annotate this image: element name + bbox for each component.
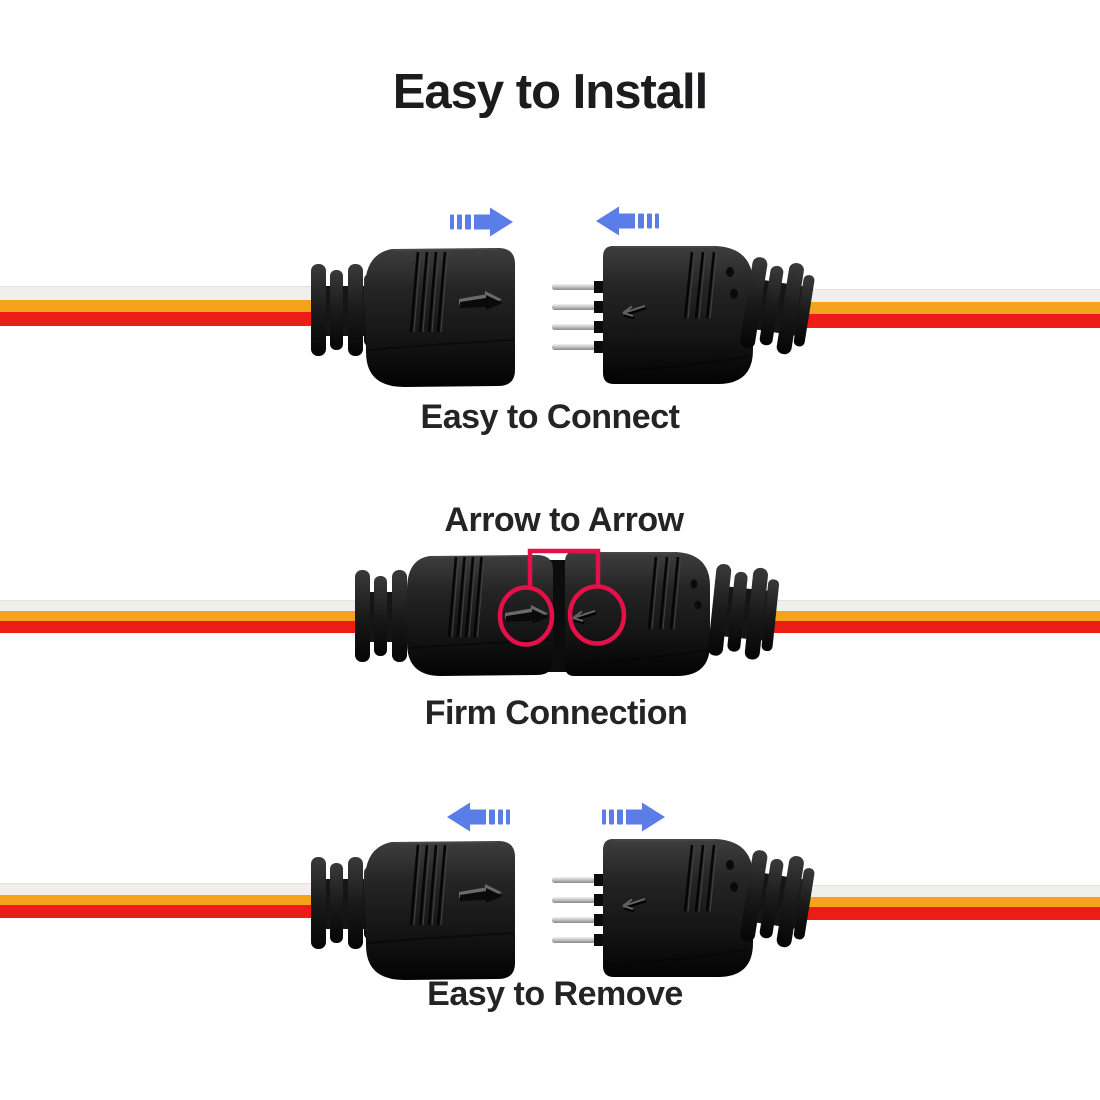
arrow-highlight-circle-left [497, 585, 555, 647]
wire-left [0, 286, 345, 326]
wire-right [762, 600, 1100, 633]
wire-left [0, 600, 368, 633]
wire-right [788, 289, 1100, 328]
wire-left [0, 883, 340, 918]
section-label-remove: Easy to Remove [427, 975, 683, 1013]
connectors-separated [311, 246, 817, 387]
section-label-connect: Easy to Connect [420, 398, 680, 436]
motion-arrow-left-icon [447, 802, 510, 832]
motion-arrow-right-icon [450, 207, 513, 237]
motion-arrow-left-icon [596, 206, 659, 236]
annotation-arrow-to-arrow: Arrow to Arrow [444, 501, 684, 539]
arrow-to-arrow-bracket [527, 548, 601, 588]
section-label-firm: Firm Connection [424, 694, 688, 732]
section-firm-illustration [0, 548, 1100, 676]
strain-relief [707, 563, 781, 662]
section-connect-illustration [0, 206, 1100, 388]
page-title: Easy to Install [392, 65, 709, 119]
motion-arrow-right-icon [602, 802, 665, 832]
wire-right [798, 885, 1100, 920]
section-remove-illustration [0, 802, 1100, 981]
connectors-separated [311, 839, 817, 980]
arrow-highlight-circle-right [567, 584, 627, 646]
